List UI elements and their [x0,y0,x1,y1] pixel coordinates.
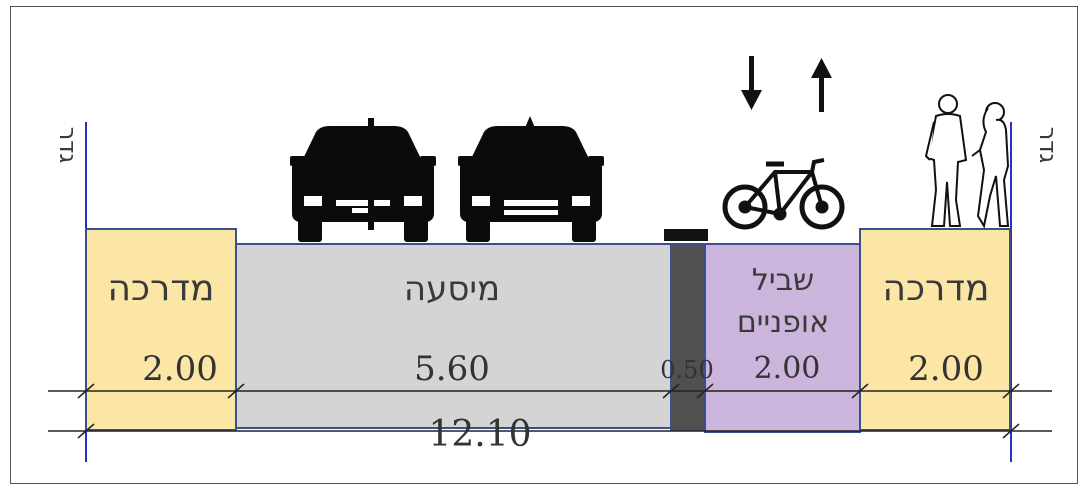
arrow-up-icon [811,58,832,112]
sidewalk-left-width: 2.00 [142,349,218,389]
sidewalk-right-segment [859,228,1011,431]
segment-dimension-line [48,383,1052,399]
bike-path-label-line1: שביל [752,263,814,298]
separator-curb [664,229,708,241]
car-icon [290,118,436,242]
bicycle-icon [722,158,845,230]
car-icon [458,116,604,242]
sidewalk-right-label: מדרכה [883,268,990,309]
roadway-segment [235,243,672,429]
bike-path-width: 2.00 [754,351,821,386]
sidewalk-left-label: מדרכה [108,268,215,309]
fence-right-label: גדר [1034,127,1062,164]
arrow-down-icon [741,56,762,110]
total-width: 12.10 [428,414,531,455]
roadway-width: 5.60 [414,349,490,389]
bike-path-label-line2: אופניים [737,305,829,340]
separator-width: 0.50 [660,356,713,384]
sidewalk-right-width: 2.00 [908,349,984,389]
total-dimension-line [48,423,1052,439]
pedestrians-icon [924,94,1010,229]
roadway-label: מיסעה [404,269,500,309]
drawing-frame [10,6,1078,484]
separator-segment [670,243,706,431]
sidewalk-left-segment [85,228,237,431]
fence-left-label: גדר [54,127,82,164]
